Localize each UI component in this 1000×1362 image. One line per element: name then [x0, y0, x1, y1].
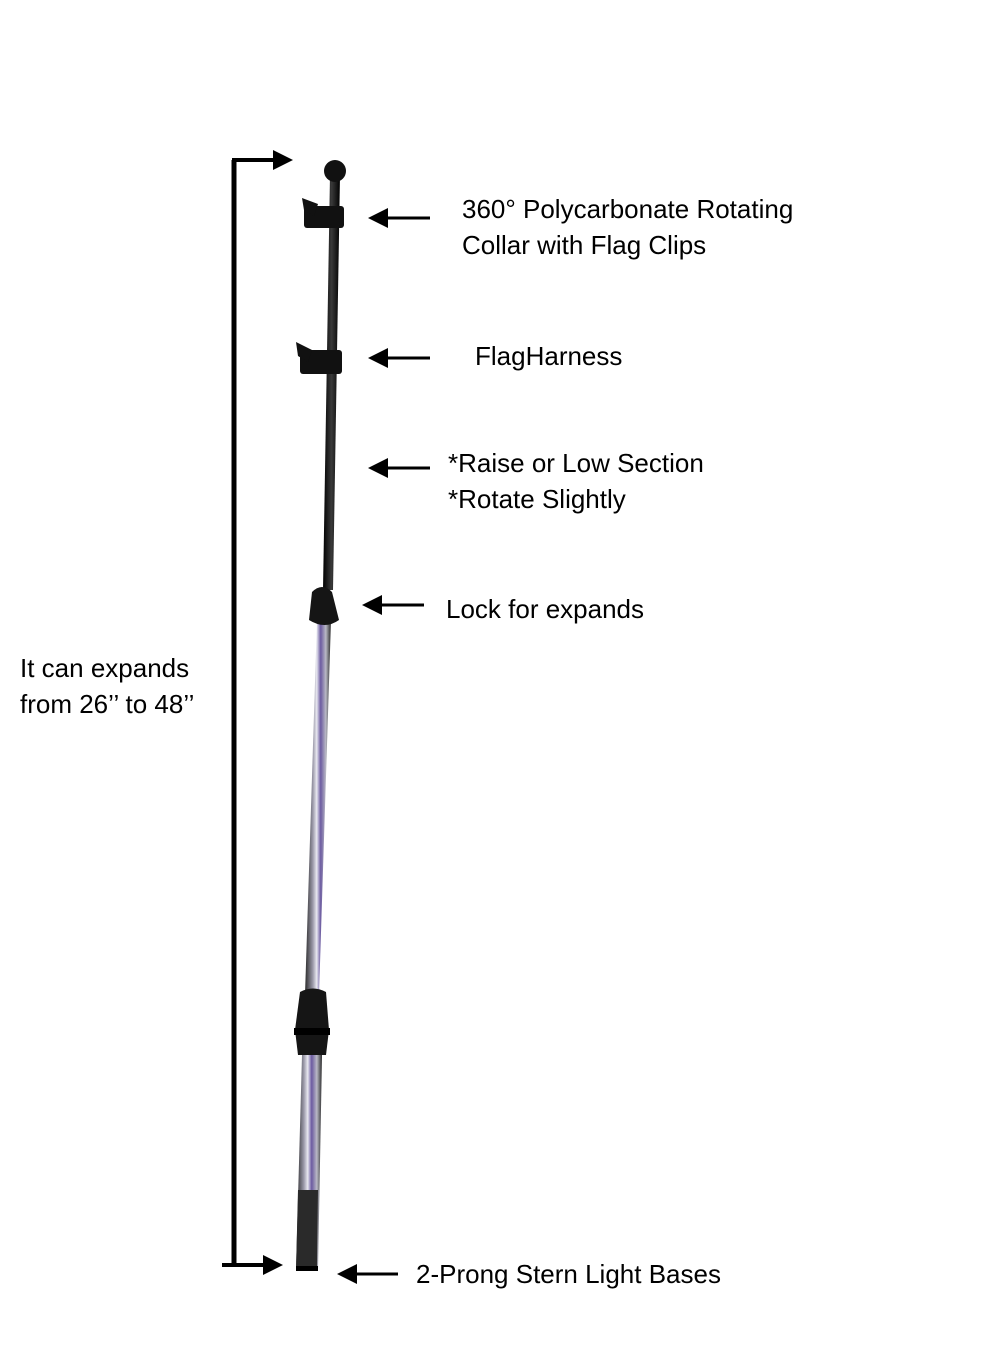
arrow-base	[337, 1264, 398, 1284]
callout-collar: 360° Polycarbonate Rotating Collar with …	[462, 191, 793, 263]
arrow-harness	[368, 348, 430, 368]
callout-collar-line2: Collar with Flag Clips	[462, 230, 707, 260]
callout-base-line1: 2-Prong Stern Light Bases	[416, 1259, 721, 1289]
callout-lock-line1: Lock for expands	[446, 594, 645, 624]
pole	[294, 160, 346, 1271]
flag-harness	[296, 342, 342, 374]
callout-collar-line1: 360° Polycarbonate Rotating	[462, 194, 794, 224]
lower-lock	[294, 988, 330, 1055]
callout-section: *Raise or Low Section *Rotate Slightly	[448, 445, 704, 517]
dimension-line1: It can expands	[20, 653, 190, 683]
expand-lock	[309, 587, 339, 625]
callout-section-line1: *Raise or Low Section	[448, 448, 704, 478]
callout-harness-line1: FlagHarness	[475, 341, 623, 371]
callout-base: 2-Prong Stern Light Bases	[416, 1256, 721, 1292]
dimension-bracket	[222, 150, 293, 1275]
arrow-lock	[362, 595, 424, 615]
arrow-collar	[368, 208, 430, 228]
dimension-line2: from 26’’ to 48’’	[20, 689, 195, 719]
callout-section-line2: *Rotate Slightly	[448, 484, 626, 514]
callout-lock: Lock for expands	[446, 591, 644, 627]
callout-harness: FlagHarness	[475, 338, 622, 374]
rotating-collar	[302, 198, 344, 228]
dimension-label: It can expands from 26’’ to 48’’	[20, 650, 194, 722]
arrow-section	[368, 458, 430, 478]
